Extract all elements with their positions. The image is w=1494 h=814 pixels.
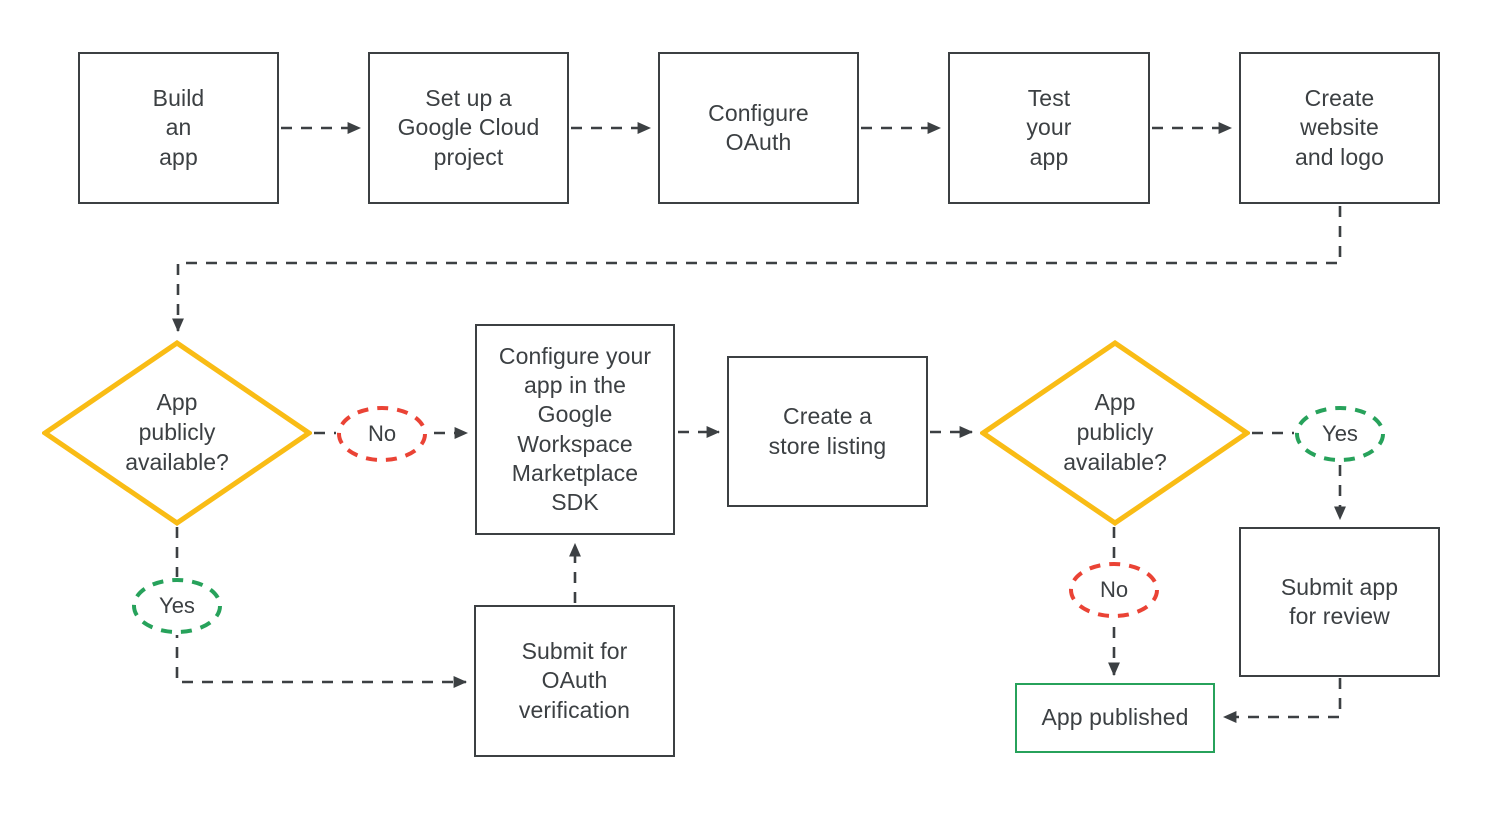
- node-decision-app-publicly-available-right[interactable]: App publicly available?: [980, 340, 1250, 526]
- node-label: Set up a Google Cloud project: [397, 85, 540, 170]
- node-create-store-listing[interactable]: Create a store listing: [727, 356, 928, 507]
- edge-label-text: Yes: [1322, 421, 1358, 446]
- diamond-shape: [980, 340, 1250, 526]
- no-ellipse-icon: [337, 406, 427, 462]
- node-label: Test your app: [1026, 85, 1072, 170]
- edge-label-yes-left: Yes: [131, 577, 223, 635]
- node-create-website-and-logo[interactable]: Create website and logo: [1239, 52, 1440, 204]
- node-configure-app-marketplace-sdk[interactable]: Configure your app in the Google Workspa…: [475, 324, 675, 535]
- node-label: App publicly available?: [1063, 389, 1167, 475]
- node-label: Create a store listing: [768, 403, 887, 459]
- edge-label-text: No: [367, 421, 397, 446]
- node-submit-for-oauth-verification[interactable]: Submit for OAuth verification: [474, 605, 675, 757]
- node-label: App publicly available?: [125, 389, 229, 475]
- node-submit-app-for-review[interactable]: Submit app for review: [1239, 527, 1440, 677]
- edge-submit-review-to-app-published: [1222, 678, 1342, 723]
- yes-ellipse-icon: [1295, 406, 1385, 462]
- node-configure-oauth[interactable]: Configure OAuth: [658, 52, 859, 204]
- node-label: Create website and logo: [1294, 85, 1385, 170]
- node-label: App published: [1041, 704, 1189, 731]
- edge-website-to-decision-left: [172, 206, 1342, 333]
- node-set-up-google-cloud-project[interactable]: Set up a Google Cloud project: [368, 52, 569, 204]
- node-app-published[interactable]: App published: [1015, 683, 1215, 753]
- edge-label-text: Yes: [159, 593, 195, 618]
- diamond-shape: [42, 340, 312, 526]
- node-label: Submit for OAuth verification: [518, 638, 631, 723]
- node-label: Configure OAuth: [708, 99, 809, 155]
- yes-ellipse-icon: [132, 578, 222, 634]
- edge-label-text: No: [1099, 577, 1129, 602]
- no-ellipse-icon: [1069, 562, 1159, 618]
- node-decision-app-publicly-available-left[interactable]: App publicly available?: [42, 340, 312, 526]
- edge-label-no-left: No: [336, 405, 428, 463]
- node-label: Submit app for review: [1280, 573, 1399, 629]
- edge-label-yes-right: Yes: [1294, 405, 1386, 463]
- node-build-an-app[interactable]: Build an app: [78, 52, 279, 204]
- node-label: Build an app: [152, 85, 205, 170]
- node-label: Configure your app in the Google Workspa…: [498, 342, 652, 515]
- edge-label-no-right: No: [1068, 561, 1160, 619]
- node-test-your-app[interactable]: Test your app: [948, 52, 1150, 204]
